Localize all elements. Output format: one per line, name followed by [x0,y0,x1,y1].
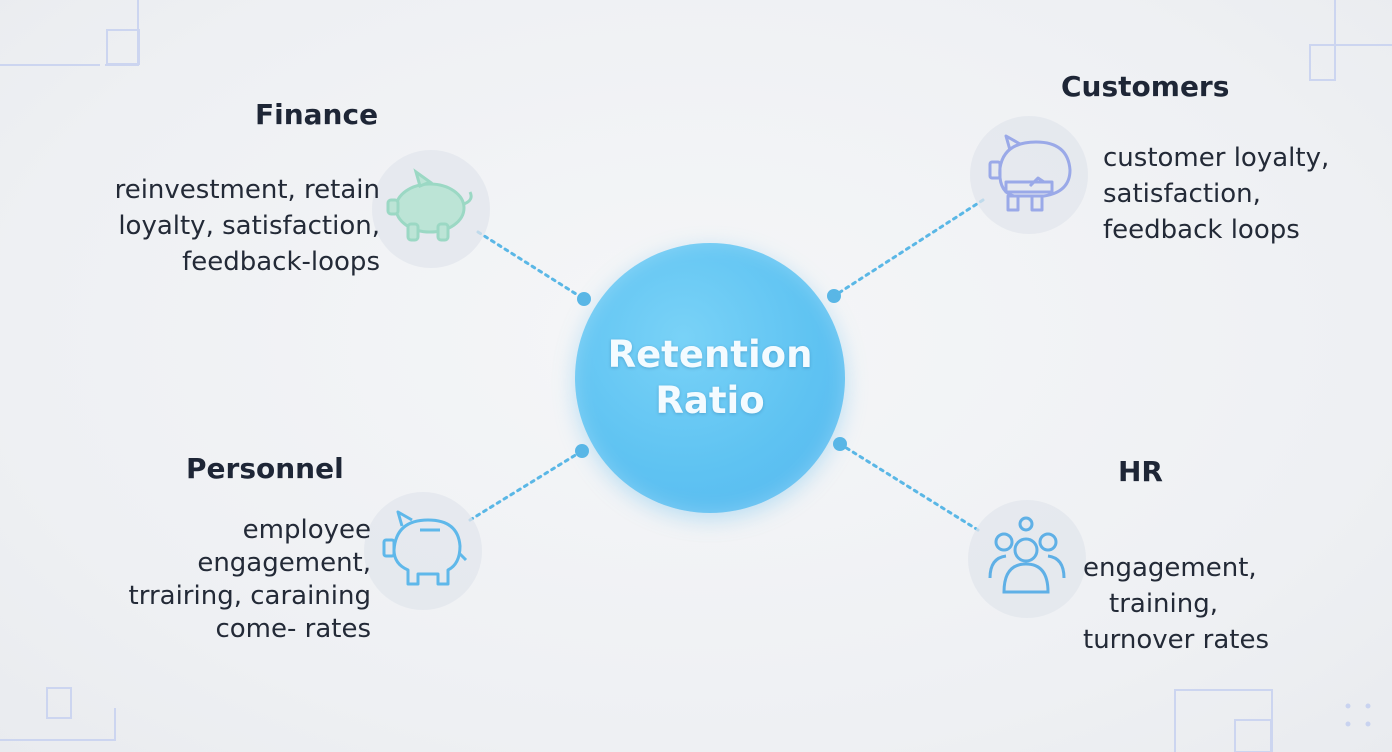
finance-description: reinvestment, retain loyalty, satisfacti… [115,172,380,280]
hr-title: HR [1118,455,1163,488]
personnel-line-2: engagement, [197,548,371,578]
corner-square [46,687,72,719]
connector-finance [476,230,586,301]
hr-line-3: turnover rates [1083,625,1269,655]
finance-line-2: loyalty, satisfaction, [118,211,380,241]
customers-line-2: satisfaction, [1103,179,1261,209]
corner-square [1309,44,1336,81]
hr-line-2: training, [1109,589,1218,619]
people-group-icon [988,516,1066,594]
customers-line-3: feedback loops [1103,215,1300,245]
customers-title: Customers [1061,70,1230,103]
hub-label-line-1: Retention [607,333,813,376]
customers-description: customer loyalty, satisfaction, feedback… [1103,140,1329,248]
connector-dot-customers [827,289,841,303]
connector-dot-personnel [575,444,589,458]
connector-hr [838,442,980,532]
corner-square [1234,719,1272,752]
customers-line-1: customer loyalty, [1103,143,1330,173]
connector-dot-finance [577,292,591,306]
finance-line-1: reinvestment, retain [114,175,380,205]
retention-ratio-hub: Retention Ratio [575,243,845,513]
personnel-title: Personnel [186,452,344,485]
finance-icon-circle [372,150,490,268]
corner-square [106,29,140,65]
customers-icon-circle [970,116,1088,234]
connector-dot-hr [833,437,847,451]
piggy-bank-icon [382,510,468,586]
personnel-icon-circle [364,492,482,610]
piggy-bank-icon [988,134,1072,212]
connector-customers [832,198,985,298]
personnel-line-1: employee [242,515,371,545]
piggy-bank-icon [386,168,473,242]
corner-dot [1365,703,1371,709]
finance-line-3: feedback-loops [182,247,380,277]
connector-personnel [468,449,584,522]
personnel-line-4: come- rates [215,614,371,644]
corner-dot [1365,721,1371,727]
corner-dot [1345,721,1351,727]
hub-label: Retention Ratio [595,332,825,424]
personnel-description: employee engagement, trrairing, carainin… [129,514,371,646]
personnel-line-3: trrairing, caraining [128,581,371,611]
hr-line-1: engagement, [1083,553,1257,583]
hr-icon-circle [968,500,1086,618]
finance-title: Finance [255,98,379,131]
corner-dot [1345,703,1351,709]
hr-description: engagement, training, turnover rates [1083,550,1269,658]
hub-label-line-2: Ratio [655,379,765,422]
corner-line [0,708,116,741]
